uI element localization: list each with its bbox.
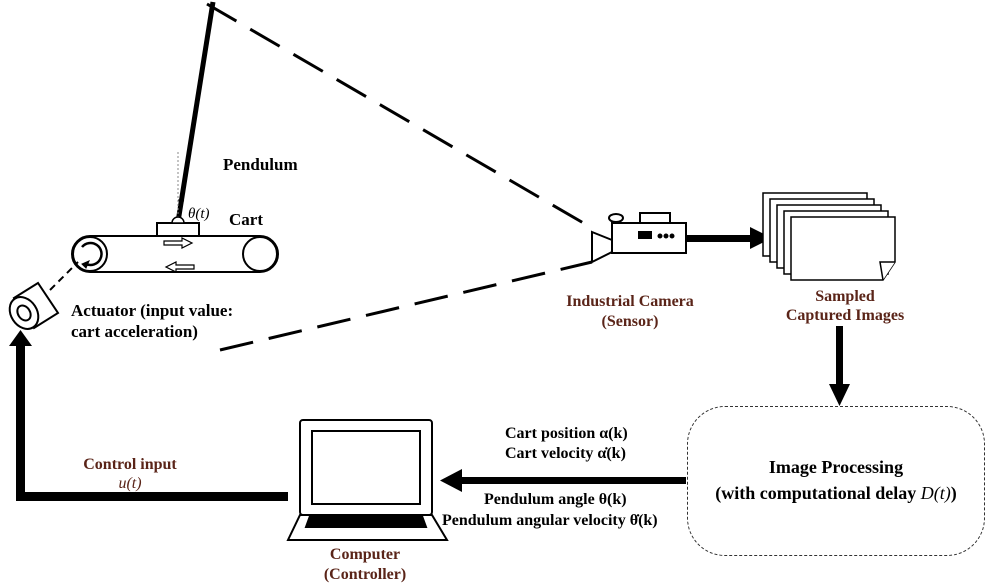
cart-track-belt [71,235,279,273]
control-input-label-line1: Control input [83,456,177,473]
images-label-line1: Sampled [815,288,875,305]
computer-label-line2: (Controller) [323,566,407,583]
control-feedback-arrow [9,330,288,501]
theta-label: θ(t) [188,206,210,222]
camera-label-line1: Industrial Camera [566,293,694,310]
images-to-processing-arrow [829,326,850,406]
image-processing-subtitle: (with computational delay D(t)) [688,483,984,503]
cart-label: Cart [229,210,263,229]
industrial-camera-icon [591,212,687,264]
camera-view-lines [206,2,593,352]
camera-to-images-arrow [686,227,772,249]
pendulum-angle-label: Pendulum angle θ(k) [484,491,627,508]
actuator-link [49,261,79,291]
processing-delay-prefix: (with computational delay [715,483,921,503]
actuator-label-line1: Actuator (input value: [71,301,234,320]
camera-label-line2: (Sensor) [601,313,659,330]
belt-direction-arrows [163,237,195,273]
pivot-icon [171,216,185,224]
actuator-motor-icon [8,281,60,330]
computer-label-line1: Computer [329,546,401,563]
cart-block [156,222,200,237]
image-processing-title: Image Processing [768,457,904,477]
pendulum-label: Pendulum [223,155,298,174]
cart-velocity-label: Cart velocity α̇(k) [505,445,626,462]
sampled-images-stack-icon [762,192,896,281]
processing-delay-symbol: D(t) [920,483,951,503]
control-input-label-line2: u(t) [118,475,142,492]
images-label-line2: Captured Images [785,307,905,324]
image-processing-box: Image Processing (with computational del… [687,406,985,556]
processing-to-computer-arrow [440,469,686,492]
laptop-computer-icon [286,419,449,541]
cart-position-label: Cart position α(k) [505,425,628,442]
pendulum-angular-velocity-label: Pendulum angular velocity θ̇(k) [442,512,658,529]
pendulum-rod [175,1,216,223]
processing-delay-suffix: ) [950,483,957,503]
actuator-label-line2: cart acceleration) [71,322,198,341]
